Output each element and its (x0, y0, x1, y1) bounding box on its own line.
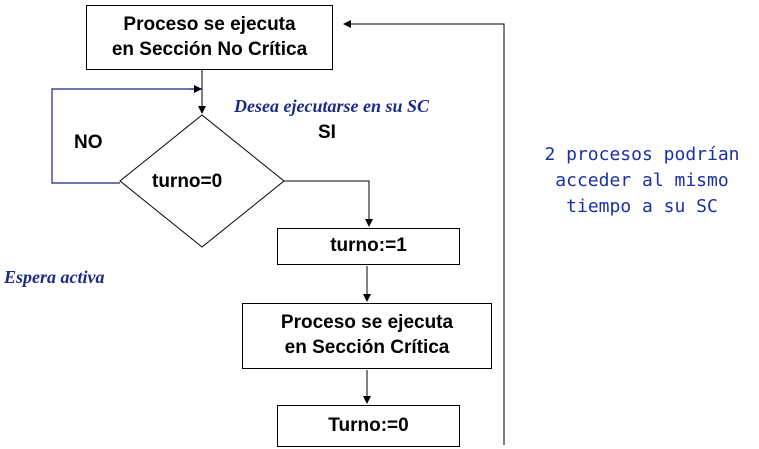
note-concurrent-access: 2 procesos podrían acceder al mismo tiem… (524, 142, 759, 220)
arrow-si-to-turno1 (284, 180, 373, 227)
box-turno-0-text: Turno:=0 (328, 414, 409, 436)
box-non-critical-line2: en Sección No Crítica (111, 38, 308, 60)
espera-activa-annotation: Espera activa (4, 267, 105, 287)
box-non-critical-line1: Proceso se ejecuta (123, 13, 296, 35)
note-line-2: acceder al mismo (555, 170, 729, 191)
box-turno-0: Turno:=0 (277, 405, 460, 447)
decision-si-label: SI (318, 122, 336, 143)
note-line-1: 2 procesos podrían (544, 144, 740, 165)
return-loop-line (343, 20, 505, 445)
box-turno-1: turno:=1 (277, 228, 460, 265)
box-critical-section: Proceso se ejecuta en Sección Crítica (242, 303, 492, 369)
decision-no-label: NO (74, 132, 103, 153)
box-turno-1-text: turno:=1 (330, 235, 407, 257)
note-line-3: tiempo a su SC (566, 196, 718, 217)
box-non-critical-section: Proceso se ejecuta en Sección No Crítica (86, 5, 333, 70)
decision-diamond (119, 114, 285, 248)
box-critical-line1: Proceso se ejecuta (280, 312, 454, 334)
no-loop-line (51, 88, 202, 184)
decision-condition: turno=0 (152, 171, 223, 192)
desea-annotation: Desea ejecutarse en su SC (234, 96, 429, 116)
box-critical-line2: en Sección Crítica (284, 337, 450, 358)
